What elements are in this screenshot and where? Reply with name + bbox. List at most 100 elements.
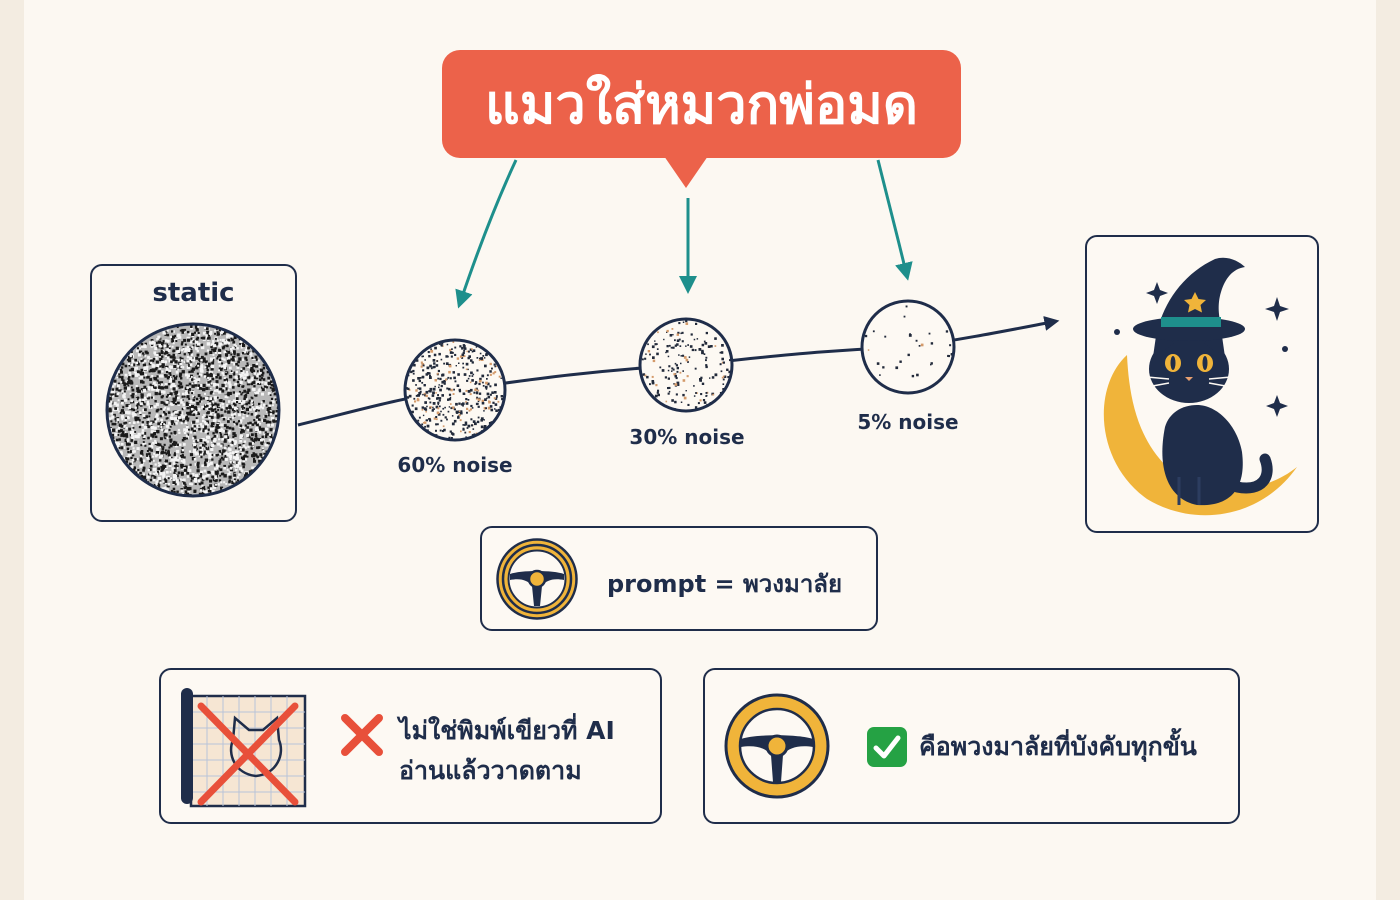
noise-speckle [183, 353, 186, 356]
noise-speckle [220, 331, 223, 335]
noise-speckle [257, 406, 261, 410]
noise-speckle [158, 375, 161, 378]
noise-speckle [722, 375, 725, 378]
noise-speckle [464, 355, 466, 357]
noise-speckle [243, 397, 246, 401]
noise-speckle [479, 357, 481, 360]
noise-speckle [432, 366, 435, 369]
noise-speckle [154, 418, 157, 421]
noise-speckle [445, 355, 448, 358]
noise-speckle [239, 424, 242, 427]
noise-speckle [459, 419, 462, 422]
noise-speckle [191, 384, 195, 388]
noise-speckle [139, 413, 142, 416]
noise-speckle [212, 426, 215, 428]
noise-speckle [494, 365, 496, 368]
noise-speckle [467, 356, 470, 360]
noise-speckle [193, 396, 196, 399]
noise-speckle [136, 447, 140, 451]
noise-speckle [272, 404, 274, 407]
noise-speckle [679, 345, 682, 347]
noise-speckle [437, 396, 440, 399]
noise-speckle [179, 478, 182, 481]
noise-speckle [173, 364, 177, 369]
noise-speckle [227, 391, 230, 394]
noise-speckle [219, 468, 223, 472]
noise-speckle [183, 467, 186, 470]
noise-speckle [237, 375, 240, 378]
noise-speckle [215, 454, 218, 457]
noise-speckle [487, 406, 491, 410]
noise-speckle [210, 446, 213, 449]
noise-speckle [217, 426, 221, 429]
noise-speckle [203, 384, 206, 387]
noise-speckle [423, 392, 426, 395]
noise-speckle [439, 429, 442, 432]
noise-speckle [153, 381, 156, 385]
noise-speckle [666, 331, 668, 333]
noise-speckle [456, 357, 460, 360]
noise-speckle [207, 435, 211, 439]
noise-speckle [146, 394, 149, 397]
noise-speckle [241, 367, 244, 370]
noise-speckle [441, 394, 444, 397]
noise-speckle [694, 349, 697, 352]
noise-speckle [468, 355, 471, 358]
noise-speckle [136, 349, 139, 353]
noise-speckle [110, 390, 113, 394]
noise-speckle [117, 391, 120, 394]
noise-speckle [257, 438, 261, 442]
noise-speckle [155, 471, 158, 474]
noise-speckle [667, 355, 670, 358]
noise-speckle [491, 391, 494, 394]
noise-speckle [707, 345, 711, 348]
noise-speckle [447, 398, 450, 401]
noise-speckle [161, 423, 165, 426]
noise-speckle [722, 378, 725, 381]
noise-speckle [192, 413, 196, 416]
noise-speckle [155, 403, 159, 407]
noise-speckle [185, 434, 188, 437]
noise-speckle [214, 418, 217, 422]
noise-speckle [195, 366, 199, 370]
noise-speckle [255, 414, 259, 417]
noise-speckle [250, 400, 253, 403]
noise-speckle [119, 369, 122, 372]
noise-speckle [239, 340, 243, 343]
noise-speckle [182, 419, 186, 423]
noise-speckle [148, 455, 152, 459]
noise-speckle [195, 346, 198, 350]
noise-speckle [475, 381, 478, 384]
noise-speckle [229, 334, 233, 338]
noise-speckle [245, 373, 249, 377]
noise-speckle [421, 423, 424, 426]
noise-speckle [240, 393, 243, 396]
noise-speckle [229, 443, 232, 446]
noise-speckle [215, 463, 219, 467]
noise-speckle [127, 416, 130, 420]
noise-speckle [258, 375, 262, 378]
noise-speckle [113, 401, 117, 406]
noise-speckle [211, 489, 215, 494]
noise-speckle [218, 348, 222, 352]
noise-speckle [195, 424, 199, 428]
noise-speckle [423, 384, 426, 387]
noise-speckle [233, 415, 236, 418]
noise-speckle [455, 365, 457, 367]
noise-speckle [255, 406, 259, 410]
noise-speckle [189, 349, 193, 353]
noise-speckle [158, 363, 161, 366]
noise-speckle [135, 412, 137, 414]
noise-speckle [494, 397, 498, 400]
noise-speckle [225, 350, 228, 353]
noise-speckle [475, 432, 478, 435]
noise-speckle [442, 407, 445, 410]
noise-speckle [247, 401, 251, 405]
noise-speckle [425, 394, 428, 398]
noise-speckle [110, 420, 113, 423]
noise-speckle [191, 473, 195, 477]
noise-speckle [210, 367, 214, 371]
noise-speckle [191, 367, 195, 371]
noise-speckle [180, 400, 184, 404]
noise-speckle [218, 387, 223, 392]
